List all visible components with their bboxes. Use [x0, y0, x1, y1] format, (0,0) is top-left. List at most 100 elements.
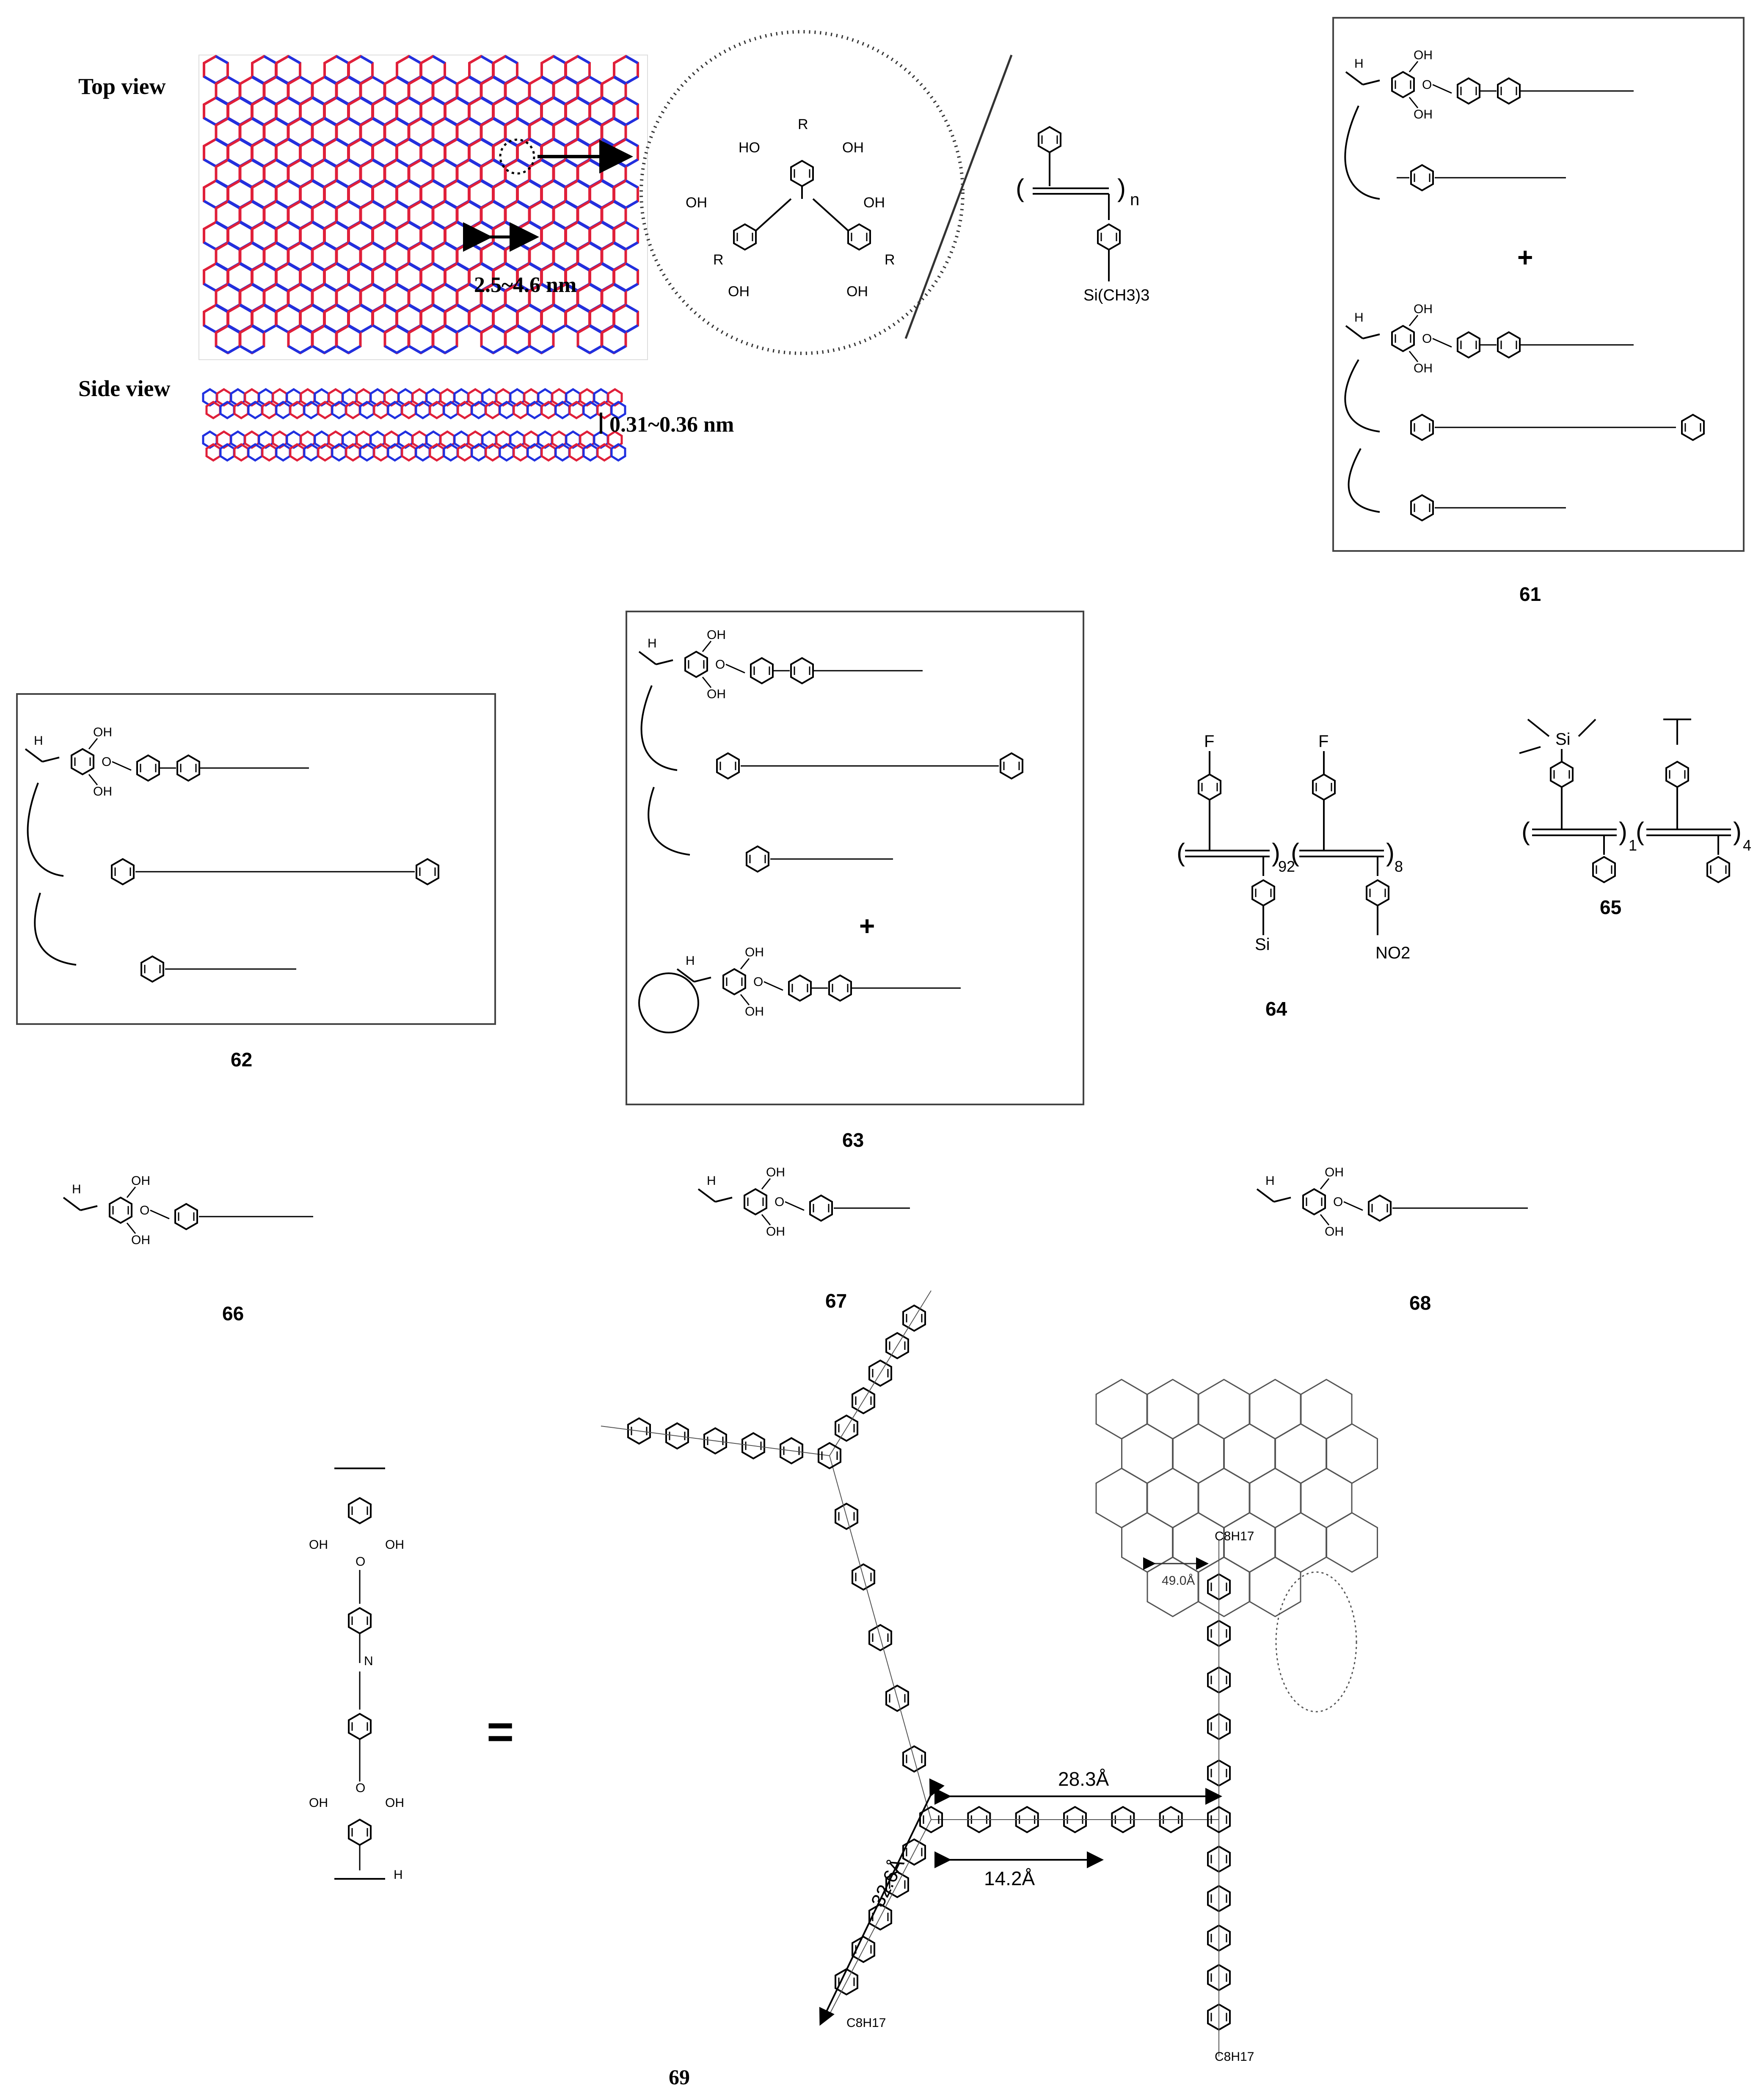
graphene-cell	[1300, 1468, 1353, 1528]
pore-size-label: 2.5~4.6 nm	[474, 273, 576, 297]
structure-fragment	[1391, 71, 1415, 98]
compound-label-62: 62	[231, 1049, 252, 1071]
backbone-curve	[1344, 105, 1380, 200]
graphene-cell	[1275, 1512, 1327, 1573]
bond	[785, 1201, 805, 1211]
atom-label: OH	[1325, 1225, 1344, 1239]
svg-text:): )	[1272, 838, 1280, 867]
atom-label: OH	[745, 945, 764, 959]
atom-label: OH	[385, 1538, 404, 1552]
subscript-1: 1	[1629, 837, 1637, 854]
atom-label: H	[394, 1868, 403, 1882]
structure-fragment	[788, 975, 812, 1002]
r-label: R	[885, 252, 895, 268]
ppa-substituent: Si(CH3)3	[1083, 286, 1149, 304]
atom-label: O	[356, 1555, 365, 1569]
si-label: Si	[1255, 935, 1270, 954]
bond	[763, 981, 783, 991]
bond	[126, 1223, 136, 1234]
atom-label: OH	[93, 725, 112, 739]
oh-label: OH	[842, 140, 864, 156]
side-view-layers	[202, 388, 626, 462]
side-layer-ring	[610, 443, 626, 462]
atom-label: O	[140, 1203, 149, 1217]
bond	[126, 1187, 136, 1198]
distance-label-3: 32.6Å	[866, 1855, 909, 1910]
graphene-cell	[1198, 1556, 1250, 1617]
bond	[1273, 1197, 1291, 1203]
panel-61-frame	[1332, 17, 1745, 552]
structure-fragment	[1000, 752, 1023, 779]
svg-text:(: (	[1521, 817, 1530, 845]
octyl-label: C8H17	[846, 2016, 886, 2030]
cyclic-backbone	[638, 972, 699, 1033]
atom-label: H	[72, 1182, 81, 1196]
oh-label: OH	[686, 195, 707, 211]
structure-fragment	[1302, 1188, 1326, 1215]
atom-label: H	[686, 954, 695, 968]
compound-label-61: 61	[1519, 583, 1541, 605]
bond	[42, 757, 60, 763]
structure-fragment	[348, 1819, 372, 1846]
bond	[1345, 325, 1364, 339]
structure-fragment	[348, 1713, 372, 1740]
atom-label: H	[1354, 57, 1364, 71]
interlayer-label: 0.31~0.36 nm	[609, 413, 734, 437]
graphene-cell	[1172, 1423, 1224, 1484]
structure-fragment	[790, 657, 814, 684]
graphene-cell	[1198, 1468, 1250, 1528]
top-view-label: Top view	[78, 74, 166, 99]
backbone-curve	[1344, 359, 1380, 432]
compound-label-69: 69	[669, 2065, 690, 2089]
panel-63-frame	[626, 611, 1084, 1105]
c69-network	[601, 1290, 1231, 2057]
atom-label: OH	[745, 1005, 764, 1019]
c63-bottom-structure: H OH OH O	[638, 945, 961, 1033]
atom-label: OH	[309, 1796, 328, 1810]
graphene-cell	[1147, 1468, 1199, 1528]
bond	[1362, 333, 1380, 339]
svg-text:(: (	[1177, 838, 1185, 867]
atom-label: O	[715, 658, 725, 672]
compound-label-65: 65	[1600, 896, 1621, 918]
bond	[702, 641, 712, 652]
subscript-4: 4	[1743, 837, 1751, 854]
structure-fragment	[416, 858, 439, 885]
bond	[25, 748, 43, 763]
atom-label: OH	[131, 1174, 150, 1188]
zoom-circle-large	[639, 30, 965, 355]
structure-fragment	[722, 968, 746, 995]
compound-65: Si ( ) ( ) 1 4 65	[1519, 719, 1751, 918]
graphene-cell	[1121, 1423, 1173, 1484]
atom-label: OH	[1325, 1165, 1344, 1179]
r-label: R	[798, 116, 808, 132]
oh-label: OH	[728, 284, 750, 300]
structure-fragment	[1497, 331, 1521, 358]
backbone-curve	[27, 782, 64, 877]
bond	[1320, 1214, 1330, 1225]
atom-label: O	[1422, 332, 1432, 346]
bond	[676, 968, 695, 983]
oh-label: OH	[846, 284, 868, 300]
distance-label-2: 14.2Å	[984, 1867, 1035, 1889]
bond	[761, 1178, 771, 1190]
graphene-cell	[1326, 1423, 1378, 1484]
structure-fragment	[136, 754, 160, 782]
distance-label-1: 28.3Å	[1058, 1768, 1109, 1790]
atom-label: O	[753, 975, 763, 989]
atom-label: OH	[1414, 48, 1433, 62]
graphene-cell	[1147, 1379, 1199, 1440]
atom-label: OH	[707, 628, 726, 642]
bond	[740, 994, 750, 1005]
structure-fragment	[1457, 331, 1480, 358]
panel-62-frame	[16, 693, 496, 1025]
structure-fragment	[828, 975, 852, 1002]
distance-arrow-3	[819, 1778, 945, 2026]
bond	[1408, 315, 1419, 326]
